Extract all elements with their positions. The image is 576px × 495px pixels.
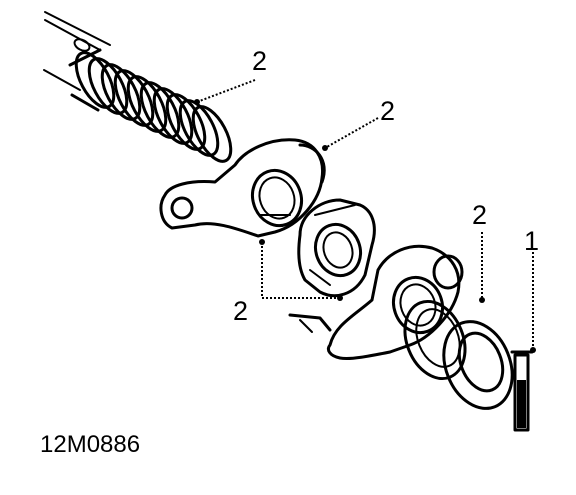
callout-upper-rocker: 2 [380, 96, 396, 126]
rocker-bracket [297, 198, 376, 298]
rocker-shaft [43, 11, 111, 91]
circlip [442, 320, 514, 410]
callout-washer: 2 [472, 200, 488, 230]
rocker-arm-upper [159, 138, 326, 238]
figure-id: 12M0886 [40, 431, 141, 458]
callout-pin: 1 [524, 226, 540, 256]
callout-spring: 2 [252, 46, 268, 76]
spring [68, 48, 233, 163]
rocker-arm-lower [288, 244, 464, 360]
pin [510, 350, 534, 432]
callout-lower-rocker: 2 [233, 296, 249, 326]
leader-lines [194, 79, 536, 353]
